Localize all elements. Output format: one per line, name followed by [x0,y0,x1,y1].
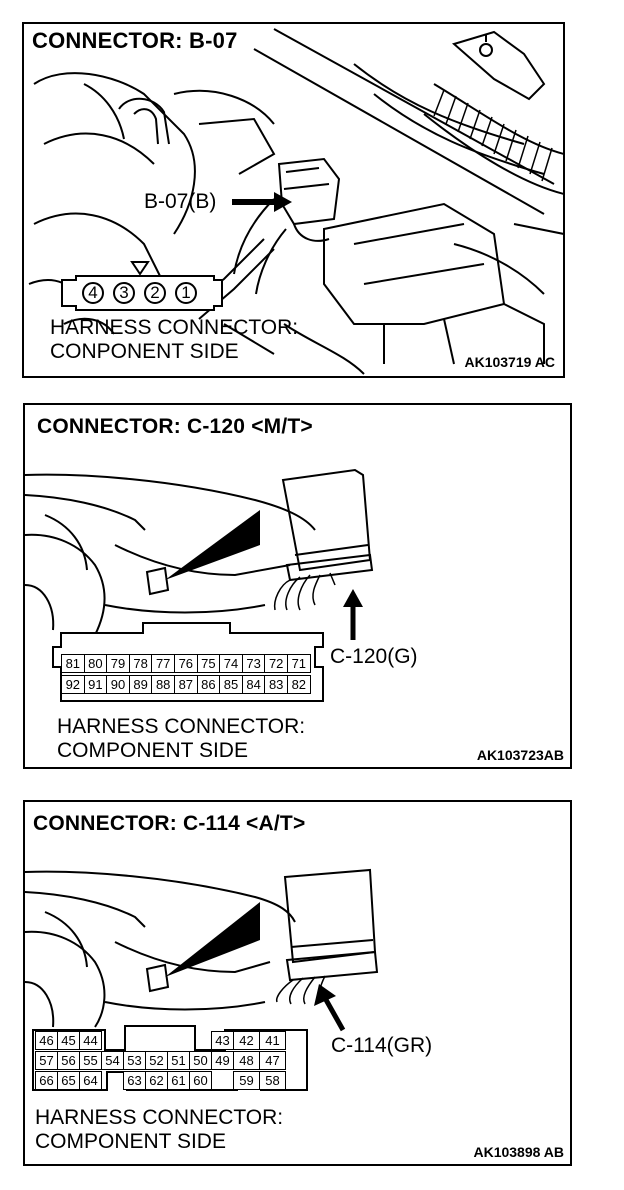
pin: 79 [106,654,130,673]
pin: 85 [219,675,243,694]
pin: 52 [145,1051,168,1070]
panel-title: CONNECTOR: C-120 <M/T> [37,415,313,438]
pin: 72 [264,654,288,673]
harness-label: HARNESS CONNECTOR: COMPONENT SIDE [35,1106,283,1154]
pin: 71 [287,654,311,673]
connector-b07-panel: CONNECTOR: B-07 B-07(B) 4 3 2 1 HARNESS … [22,22,565,378]
pin: 88 [151,675,175,694]
harness-line-1: HARNESS CONNECTOR: [57,715,306,738]
pin: 91 [83,675,108,694]
pin: 64 [79,1071,102,1090]
pin: 3 [113,282,135,304]
pin: 77 [151,654,175,673]
pin: 78 [128,654,153,673]
pin: 57 [35,1051,58,1070]
callout-label: C-114(GR) [331,1034,433,1057]
pin: 62 [145,1071,168,1090]
callout-label: C-120(G) [330,645,418,668]
pin: 58 [259,1071,286,1090]
pin: 50 [189,1051,212,1070]
pin: 45 [57,1031,80,1050]
pin: 51 [167,1051,190,1070]
pin: 2 [144,282,166,304]
harness-label: HARNESS CONNECTOR: CONPONENT SIDE [50,316,298,364]
pin: 63 [123,1071,146,1090]
pin: 1 [175,282,197,304]
pin: 92 [61,675,85,694]
figure-code: AK103723AB [476,747,564,763]
harness-line-2: COMPONENT SIDE [57,739,248,762]
pin: 82 [287,675,311,694]
figure-code: AK103719 AC [464,354,555,370]
pin: 73 [241,654,266,673]
pin: 41 [259,1031,286,1050]
pin: 48 [233,1051,260,1070]
harness-label: HARNESS CONNECTOR: COMPONENT SIDE [57,715,305,763]
harness-line-2: CONPONENT SIDE [50,340,239,363]
harness-line-2: COMPONENT SIDE [35,1130,226,1153]
pin: 86 [196,675,221,694]
panel-title: CONNECTOR: C-114 <A/T> [33,812,306,835]
pin: 47 [259,1051,286,1070]
pin: 65 [57,1071,80,1090]
pin: 60 [189,1071,212,1090]
pin: 56 [57,1051,80,1070]
panel-title: CONNECTOR: B-07 [32,28,238,53]
pin: 54 [101,1051,124,1070]
pin: 43 [211,1031,234,1050]
pin: 46 [35,1031,58,1050]
callout-label: B-07(B) [144,190,217,213]
pin: 59 [233,1071,260,1090]
pin: 83 [264,675,288,694]
pin: 90 [106,675,130,694]
harness-line-1: HARNESS CONNECTOR: [35,1106,284,1129]
pin: 66 [35,1071,58,1090]
pin: 75 [196,654,221,673]
pin: 61 [167,1071,190,1090]
pin: 87 [174,675,198,694]
pin: 80 [83,654,108,673]
pin: 53 [123,1051,146,1070]
pin: 49 [211,1051,234,1070]
pin: 74 [219,654,243,673]
pin: 55 [79,1051,102,1070]
figure-code: AK103898 AB [473,1144,564,1160]
pin: 4 [82,282,104,304]
pin: 81 [61,654,85,673]
pin: 76 [174,654,198,673]
pin: 44 [79,1031,102,1050]
pin: 84 [241,675,266,694]
pin: 89 [128,675,153,694]
harness-line-1: HARNESS CONNECTOR: [50,316,299,339]
pin: 42 [233,1031,260,1050]
